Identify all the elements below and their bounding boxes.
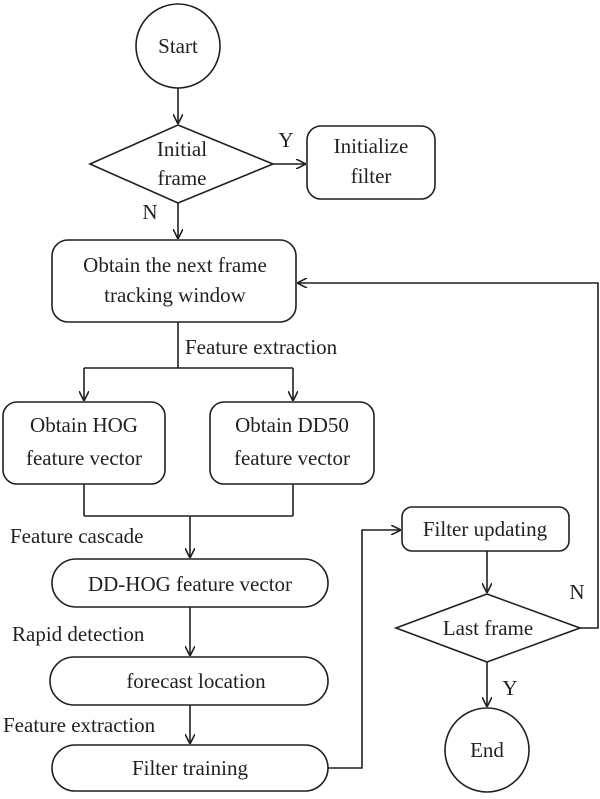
obtain-hog-label-line1: Obtain HOG: [30, 413, 138, 437]
feature-cascade-label: Feature cascade: [10, 524, 144, 548]
start-label: Start: [158, 34, 198, 58]
end-node: [444, 707, 530, 793]
filter-training-label: Filter training: [132, 756, 249, 780]
filter-updating-node: [401, 506, 570, 552]
obtain-next-frame-node: [51, 239, 297, 323]
initial-frame-label-line1: Initial: [157, 137, 207, 161]
initial-frame-label-line2: frame: [158, 166, 207, 190]
end-label: End: [470, 738, 504, 762]
initialize-filter-label-line2: filter: [351, 164, 392, 188]
filter-updating-label: Filter updating: [423, 517, 548, 541]
initialize-filter-label-line1: Initialize: [334, 134, 409, 158]
initialize-filter-node: [306, 125, 436, 200]
obtain-next-frame-label-line1: Obtain the next frame: [83, 253, 267, 277]
feature-extraction-label-2: Feature extraction: [3, 713, 156, 737]
yes-label-last-frame: Y: [502, 676, 517, 700]
obtain-next-frame-label-line2: tracking window: [104, 283, 247, 307]
no-label-initial-frame: N: [142, 200, 157, 224]
rapid-detection-label: Rapid detection: [12, 622, 145, 646]
feature-extraction-label-1: Feature extraction: [185, 335, 338, 359]
yes-label-initial-frame: Y: [278, 128, 293, 152]
last-frame-label: Last frame: [443, 616, 533, 640]
obtain-dd50-label-line1: Obtain DD50: [235, 413, 349, 437]
obtain-dd50-node: [209, 401, 375, 485]
obtain-hog-label-line2: feature vector: [26, 446, 142, 470]
edge-last-frame-no-loop: [298, 283, 599, 629]
forecast-location-label: forecast location: [126, 669, 266, 693]
obtain-dd50-label-line2: feature vector: [234, 446, 350, 470]
edge-training-to-updating: [328, 530, 400, 769]
dd-hog-label: DD-HOG feature vector: [88, 572, 292, 596]
forecast-location-node: [49, 656, 329, 706]
no-label-last-frame: N: [569, 580, 584, 604]
